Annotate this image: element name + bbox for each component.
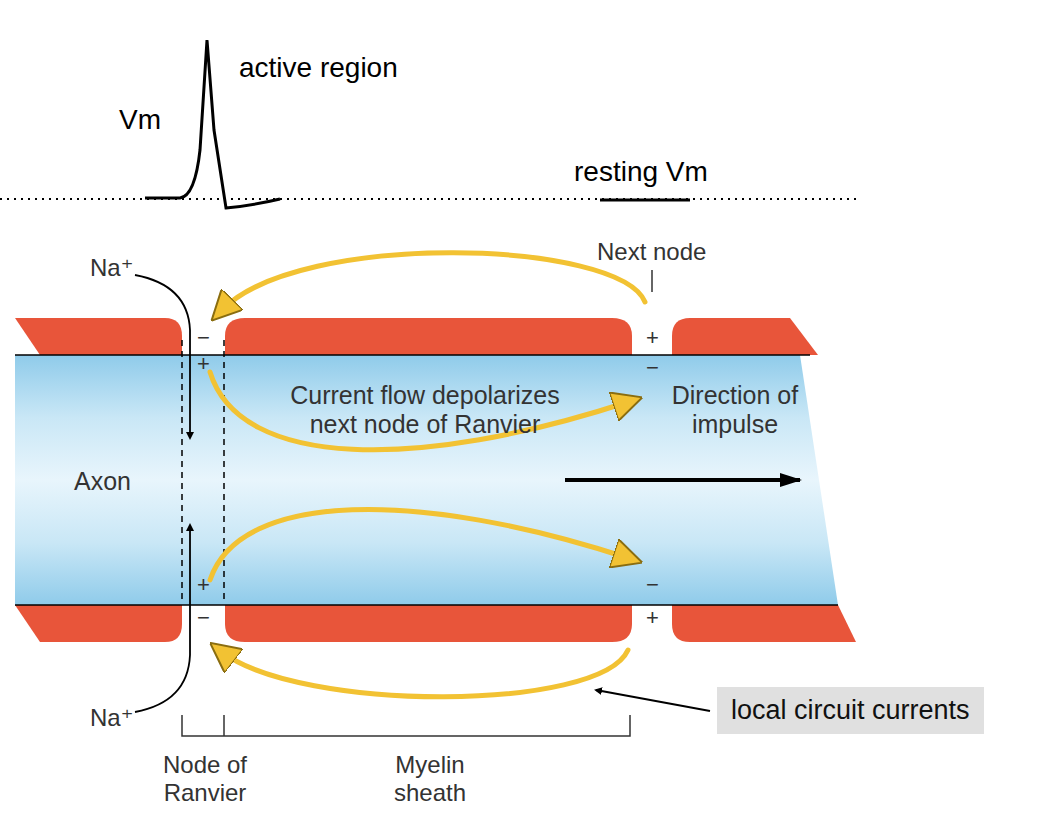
leader-line: [596, 690, 710, 711]
charge-sign: −: [646, 572, 659, 597]
current-arrow: [222, 253, 645, 310]
myelin-segment: [15, 605, 182, 642]
process-note: Direction of impulse: [650, 381, 820, 439]
next-node-tick: [651, 270, 653, 292]
charge-sign: +: [646, 325, 659, 350]
myelin-segment: [225, 605, 632, 642]
sodium-influx-arrow: [135, 275, 190, 438]
myelin-segment: [225, 318, 632, 355]
myelin-segment: [15, 318, 182, 355]
axis-label: Vm: [119, 104, 161, 136]
impulse-arrow: [565, 478, 800, 482]
charge-sign: −: [197, 325, 210, 350]
part-name: Myelin sheath: [370, 751, 490, 806]
axon-body: [15, 355, 838, 605]
axis-label: resting Vm: [574, 156, 708, 188]
node-boundary: [181, 340, 183, 600]
charge-sign: +: [197, 572, 210, 597]
part-name: Node of Ranvier: [145, 751, 265, 806]
trace-label: active region: [239, 52, 398, 84]
part-name: Next node: [597, 238, 706, 266]
resting-segment: [600, 199, 690, 202]
dimension-bracket: [223, 715, 225, 736]
current-arrow: [210, 509, 628, 580]
ion-label: Na⁺: [90, 254, 133, 282]
myelin-segment: [672, 605, 856, 642]
callout-box: local circuit currents: [717, 687, 984, 734]
membrane-line: [15, 354, 810, 356]
dimension-bracket: [182, 715, 630, 736]
resting-baseline: [0, 198, 860, 200]
node-boundary: [223, 340, 225, 600]
charge-sign: +: [197, 351, 210, 376]
myelin-segment: [672, 318, 818, 355]
charge-sign: +: [646, 605, 659, 630]
current-arrow: [210, 372, 628, 450]
sodium-influx-arrow: [135, 525, 190, 712]
ion-label: Na⁺: [90, 704, 133, 732]
membrane-line: [15, 604, 838, 606]
charge-sign: −: [197, 605, 210, 630]
current-arrow: [222, 650, 628, 697]
callout-text: local circuit currents: [731, 695, 970, 726]
part-name: Axon: [74, 467, 131, 496]
process-note: Current flow depolarizes next node of Ra…: [265, 381, 585, 439]
charge-sign: −: [646, 355, 659, 380]
